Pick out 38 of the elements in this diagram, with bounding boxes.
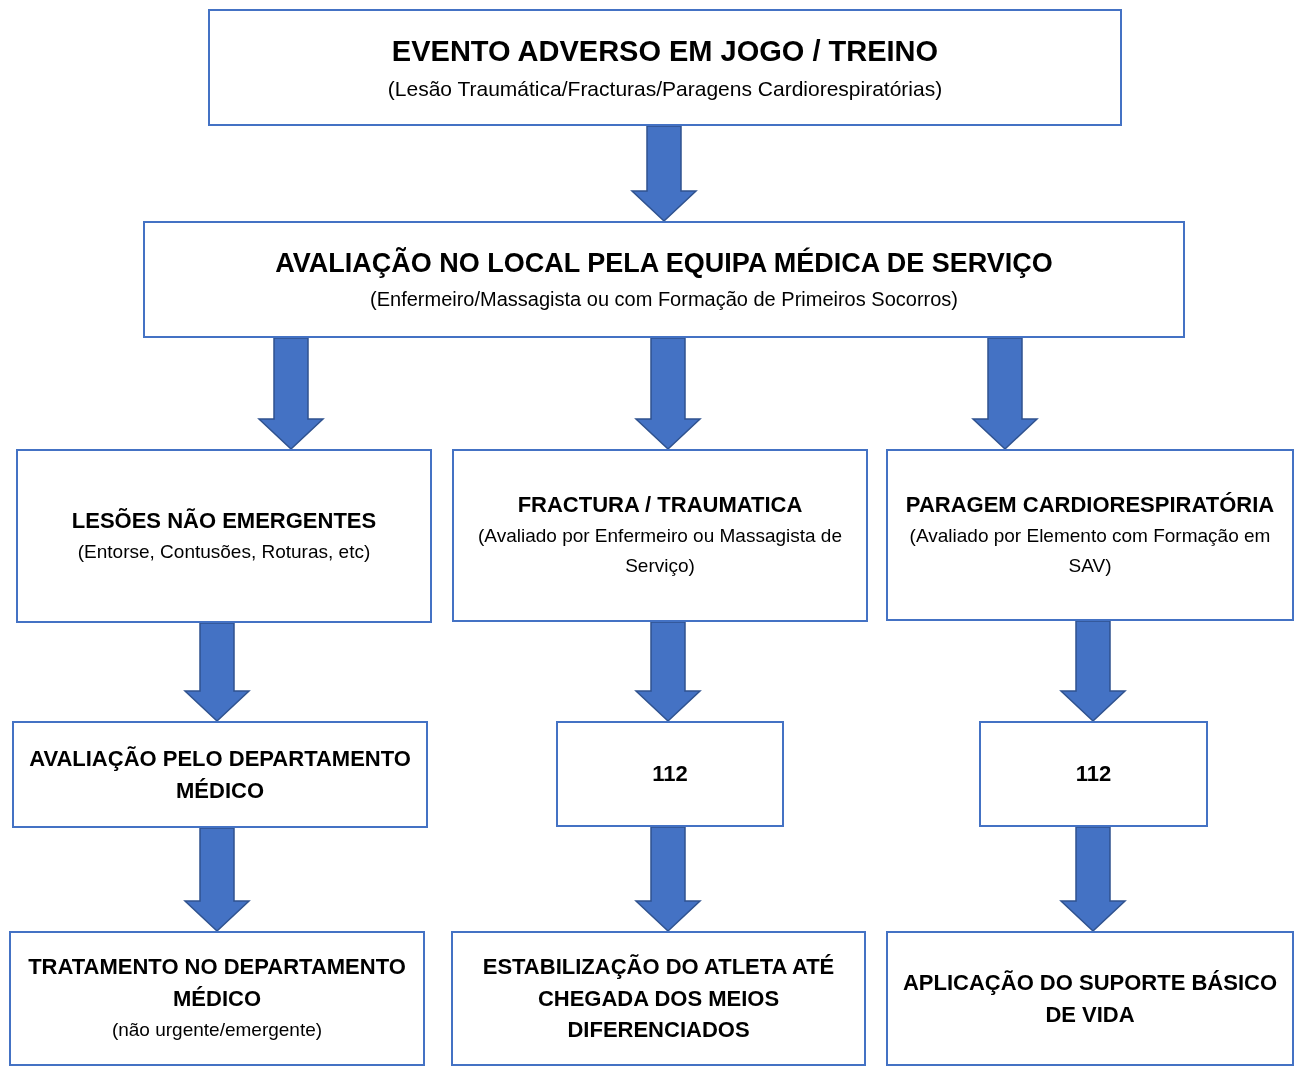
- process-box: [979, 721, 1208, 827]
- box-title: LESÕES NÃO EMERGENTES: [71, 506, 377, 535]
- block-arrow: [183, 827, 251, 933]
- process-box: [886, 931, 1294, 1066]
- box-subtitle: (Entorse, Contusões, Roturas, etc): [77, 539, 371, 564]
- block-arrow: [634, 826, 702, 933]
- box-subtitle: (Avaliado por Elemento com Formação em SAV): [908, 523, 1272, 578]
- block-arrow: [257, 337, 325, 451]
- process-box: [886, 449, 1294, 621]
- process-box: [143, 221, 1185, 338]
- box-title: FRACTURA / TRAUMATICA: [517, 491, 803, 520]
- box-subtitle: (Avaliado por Enfermeiro ou Massagista de Serviço): [477, 524, 843, 579]
- box-title: 112: [652, 760, 688, 789]
- process-box: [9, 931, 425, 1066]
- box-title: 112: [1075, 760, 1112, 789]
- block-arrow: [634, 337, 702, 451]
- block-arrow: [971, 337, 1039, 451]
- box-subtitle: (não urgente/emergente): [111, 1018, 323, 1043]
- box-subtitle: (Enfermeiro/Massagista ou com Formação de Primeiros Socorros): [370, 287, 958, 313]
- box-title: PARAGEM CARDIORESPIRATÓRIA: [905, 490, 1275, 519]
- process-box: [208, 9, 1122, 126]
- block-arrow: [1059, 620, 1127, 723]
- box-title: ESTABILIZAÇÃO DO ATLETA ATÉ CHEGADA DOS MEIOS DIFERENCIADOS: [481, 952, 836, 1045]
- block-arrow: [634, 621, 702, 723]
- block-arrow: [630, 125, 698, 223]
- process-box: [12, 721, 428, 828]
- process-box: [452, 449, 868, 622]
- process-box: [556, 721, 784, 827]
- box-title: APLICAÇÃO DO SUPORTE BÁSICO DE VIDA: [902, 968, 1278, 1029]
- box-title: EVENTO ADVERSO EM JOGO / TREINO: [391, 33, 939, 69]
- process-box: [451, 931, 866, 1066]
- box-title: AVALIAÇÃO PELO DEPARTAMENTO MÉDICO: [28, 744, 412, 805]
- box-title: AVALIAÇÃO NO LOCAL PELA EQUIPA MÉDICA DE SERVIÇO: [275, 246, 1053, 280]
- block-arrow: [1059, 826, 1127, 933]
- process-box: [16, 449, 432, 623]
- box-title: TRATAMENTO NO DEPARTAMENTO MÉDICO: [27, 953, 407, 1014]
- block-arrow: [183, 622, 251, 723]
- box-subtitle: (Lesão Traumática/Fracturas/Paragens Cardiorespiratórias): [387, 75, 943, 102]
